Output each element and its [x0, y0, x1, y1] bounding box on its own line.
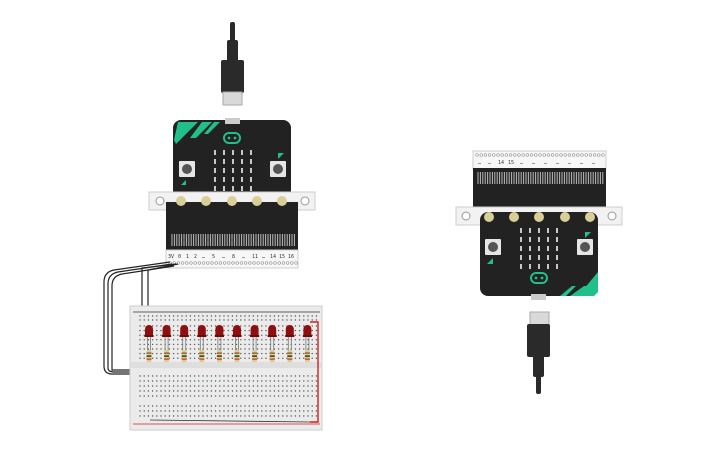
resistor[interactable]: [164, 350, 170, 362]
usb-cable-neck: [533, 355, 544, 377]
connector-pins: [171, 234, 295, 246]
connector-pin-labels: … … 14 15 … … … … … … …: [478, 160, 595, 166]
accent-stripe: [560, 286, 576, 296]
accent-stripe: [204, 122, 220, 134]
usb-cable-icon[interactable]: [527, 311, 550, 394]
breadboard-holes: [139, 315, 318, 417]
resistor[interactable]: [199, 350, 205, 362]
svg-text:…: …: [202, 254, 205, 260]
usb-cable-icon[interactable]: [221, 22, 244, 106]
resistor[interactable]: [146, 350, 152, 362]
svg-text:14: 14: [498, 160, 504, 166]
resistor[interactable]: [216, 350, 222, 362]
svg-text:…: …: [242, 254, 245, 260]
resistor[interactable]: [304, 350, 310, 362]
connector-pin-labels: 3V 0 1 2 … 5 … 8 … 11 … 14 15 16: [168, 254, 294, 260]
resistor[interactable]: [181, 350, 187, 362]
svg-text:0: 0: [178, 254, 181, 260]
svg-text:5: 5: [212, 254, 215, 260]
svg-text:…: …: [568, 160, 571, 166]
svg-text:…: …: [556, 160, 559, 166]
svg-text:15: 15: [508, 160, 514, 166]
resistor[interactable]: [252, 350, 258, 362]
svg-text:…: …: [478, 160, 481, 166]
svg-text:11: 11: [252, 254, 258, 260]
accent-corner-left: [174, 122, 198, 144]
svg-text:15: 15: [279, 254, 285, 260]
board-usb-port: [531, 294, 546, 300]
svg-text:…: …: [520, 160, 523, 166]
svg-text:14: 14: [270, 254, 276, 260]
usb-plug-tip: [529, 311, 550, 326]
board-body: [480, 212, 598, 296]
edge-connector-1[interactable]: 3V 0 1 2 … 5 … 8 … 11 … 14 15 16: [148, 191, 316, 269]
led-matrix: [214, 150, 252, 191]
microbit-board-1[interactable]: [173, 118, 291, 204]
logo-icon: [223, 132, 241, 144]
svg-text:…: …: [544, 160, 547, 166]
button-b-icon[interactable]: [270, 153, 286, 177]
led-row[interactable]: [144, 325, 312, 362]
svg-text:16: 16: [288, 254, 294, 260]
usb-cable-neck: [227, 40, 238, 62]
usb-plug-body: [221, 60, 244, 93]
resistor[interactable]: [287, 350, 293, 362]
board-usb-port: [225, 118, 240, 124]
resistor[interactable]: [269, 350, 275, 362]
svg-text:1: 1: [186, 254, 189, 260]
usb-plug-body: [527, 324, 550, 357]
resistor[interactable]: [234, 350, 240, 362]
accent-stripe: [190, 122, 212, 138]
svg-text:2: 2: [194, 254, 197, 260]
usb-cable-wire: [230, 22, 235, 44]
red-wire[interactable]: [310, 321, 319, 423]
breadboard[interactable]: [129, 305, 323, 431]
svg-text:…: …: [592, 160, 595, 166]
led-matrix: [520, 228, 558, 269]
button-b-icon[interactable]: [485, 239, 501, 264]
logo-icon: [530, 272, 548, 284]
button-a-icon[interactable]: [179, 161, 195, 185]
svg-text:3V: 3V: [168, 254, 174, 260]
usb-cable-wire: [536, 372, 541, 394]
connector-pins: [477, 172, 604, 184]
button-a-icon[interactable]: [577, 232, 593, 255]
microbit-board-2[interactable]: [480, 212, 598, 300]
svg-text:…: …: [262, 254, 265, 260]
usb-plug-tip: [222, 91, 243, 106]
svg-text:…: …: [488, 160, 491, 166]
svg-text:…: …: [580, 160, 583, 166]
breadboard-channel: [130, 362, 322, 368]
svg-text:8: 8: [232, 254, 235, 260]
svg-text:…: …: [222, 254, 225, 260]
svg-text:…: …: [532, 160, 535, 166]
accent-corner-right: [578, 272, 598, 296]
edge-connector-2[interactable]: … … 14 15 … … … … … … …: [455, 150, 623, 226]
